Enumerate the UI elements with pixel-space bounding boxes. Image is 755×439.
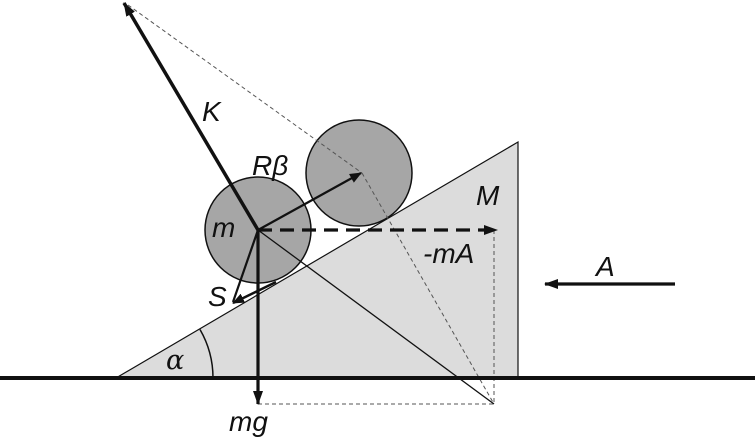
resultant-line [257, 229, 495, 405]
label-rolling-term: Rβ [252, 150, 288, 181]
friction-force-arrow-head [232, 280, 277, 305]
friction-force-arrow [231, 229, 260, 303]
label-wedge-acceleration: A [594, 251, 615, 282]
label-friction-force: S [208, 281, 227, 312]
contact-force-arrow [122, 2, 260, 231]
rolling-term-arrow [257, 172, 362, 231]
construction-lines [127, 4, 495, 405]
label-weight: mg [229, 406, 268, 437]
angle-arc [199, 329, 214, 379]
label-wedge-mass: M [476, 180, 500, 211]
label-inertial-force: -mA [423, 238, 474, 269]
label-ball-mass: m [212, 212, 235, 243]
label-incline-angle: α [166, 345, 184, 376]
label-contact-force: K [202, 96, 222, 127]
